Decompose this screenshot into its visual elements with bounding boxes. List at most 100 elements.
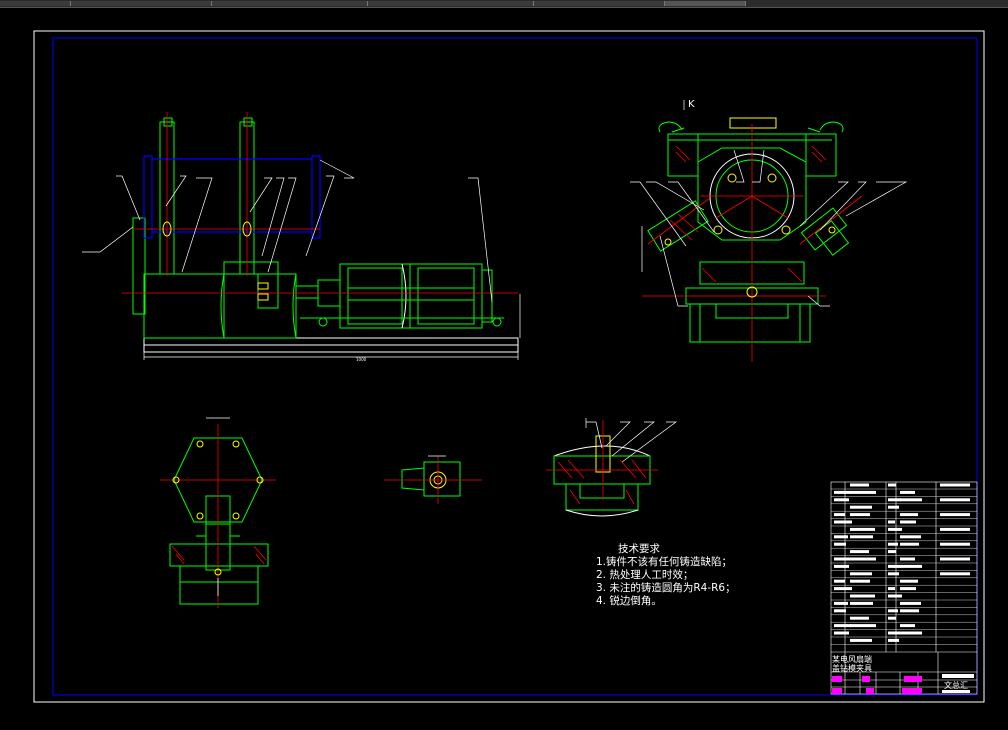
parts-list-standard-code — [940, 483, 970, 487]
parts-list-cell-text — [888, 587, 895, 591]
cad-drawing-canvas[interactable]: 1000 — [0, 8, 1008, 730]
parts-list-cell-text — [834, 624, 851, 628]
parts-list-cell-text — [850, 601, 873, 605]
parts-list-cell-text — [888, 594, 902, 598]
toolbar-segment[interactable] — [0, 1, 71, 6]
parts-list-rows — [831, 488, 977, 645]
parts-list-standard-code — [940, 513, 970, 517]
parts-list-cell-text — [834, 513, 845, 517]
parts-list-cell-text — [850, 594, 875, 598]
parts-list-cell-text — [888, 572, 899, 576]
parts-list-standard-code — [940, 542, 970, 546]
tech-requirement-item: 1.铸件不该有任何铸造缺陷； — [596, 556, 733, 568]
parts-list-standard-code — [940, 572, 970, 576]
parts-list-cell-text — [850, 513, 870, 517]
parts-list-cell-text — [850, 557, 876, 561]
parts-list-cell-text — [850, 490, 876, 494]
detail-view-clamp-center-lines — [384, 456, 482, 504]
parts-list-standard-code — [940, 557, 970, 561]
section-view-center-lines — [160, 424, 276, 608]
title-block-mark — [942, 690, 970, 693]
parts-list-cell-text — [850, 527, 875, 531]
side-view-leaders — [630, 100, 908, 307]
parts-list-cell-text — [834, 557, 851, 561]
parts-list-cell-text — [850, 505, 872, 509]
detail-view-bushing-hatch — [557, 459, 647, 505]
front-view-bushings — [162, 221, 252, 237]
front-view-center-lines — [122, 112, 518, 294]
parts-list-cell-text — [850, 550, 869, 554]
detail-view-clamp[interactable] — [401, 461, 461, 497]
parts-list-cell-text — [850, 483, 869, 487]
parts-list-cell-text — [888, 564, 901, 568]
parts-list-cell-text — [850, 535, 873, 539]
parts-list-cell-text — [888, 483, 896, 487]
parts-list-cell-text — [888, 616, 896, 620]
side-view-center-lines — [642, 124, 863, 362]
parts-list-cell-text — [888, 520, 895, 524]
parts-list-standard-code — [940, 527, 970, 531]
parts-list-cell-text — [834, 601, 848, 605]
parts-list-cell-text — [888, 638, 899, 642]
title-block-mark — [942, 674, 974, 678]
side-view-hatch — [669, 145, 827, 283]
tech-requirement-item: 2. 热处理人工时效； — [596, 569, 694, 581]
technical-requirements: 技术要求 1.铸件不该有任何铸造缺陷； 2. 热处理人工时效； 3. 未注的铸造… — [596, 543, 736, 608]
toolbar-segment[interactable] — [368, 1, 534, 6]
parts-list-cell-text — [834, 609, 846, 613]
parts-list-cell-text — [888, 527, 902, 531]
parts-list-cell-text — [850, 572, 872, 576]
application-toolbar-strip — [0, 0, 1008, 8]
parts-list-cell-text — [900, 579, 918, 583]
front-view-dimension-text: 1000 — [356, 357, 367, 362]
parts-list-cell-text — [900, 624, 915, 628]
toolbar-segment-active[interactable] — [665, 1, 746, 6]
title-block-name-line1: 某电风扇端 — [832, 655, 872, 664]
parts-list-cell-text — [900, 601, 921, 605]
front-view-clamp-plates[interactable] — [143, 155, 321, 239]
parts-list-standard-code — [940, 498, 970, 502]
parts-list-cell-text — [900, 609, 919, 613]
detail-view-bushing-center-line — [546, 420, 658, 500]
title-block-name-line2: 盖钻模夹具 — [832, 664, 872, 673]
parts-list-cell-text — [900, 535, 921, 539]
parts-list-cell-text — [900, 564, 922, 568]
parts-list-cell-text — [834, 498, 849, 502]
parts-list-cell-text — [900, 513, 918, 517]
parts-list-cell-text — [850, 616, 869, 620]
title-block-stamps — [832, 676, 922, 694]
detail-view-bushing-leaders — [585, 418, 678, 463]
outer-frame — [33, 30, 985, 703]
front-view[interactable] — [132, 117, 519, 353]
toolbar-segment[interactable] — [71, 1, 212, 6]
toolbar-segment[interactable] — [212, 1, 368, 6]
parts-list-cell-text — [900, 631, 922, 635]
parts-list-cell-text — [900, 587, 916, 591]
parts-list-cell-text — [888, 505, 899, 509]
tech-requirements-title: 技术要求 — [618, 543, 660, 555]
parts-list-cell-text — [834, 520, 852, 524]
parts-list-cell-text — [834, 542, 846, 546]
parts-list-cell-text — [834, 587, 852, 591]
section-view-hatch — [171, 545, 267, 565]
parts-list-cell-text — [834, 579, 845, 583]
parts-list-cell-text — [900, 498, 922, 502]
section-view-bottom[interactable] — [169, 523, 269, 605]
parts-list-cell-text — [900, 490, 915, 494]
parts-list-cell-text — [888, 631, 901, 635]
parts-list-cell-text — [888, 550, 896, 554]
parts-list-cell-text — [834, 535, 848, 539]
parts-list-cell-text — [850, 638, 872, 642]
parts-list-cell-text — [834, 631, 849, 635]
parts-list-cell-text — [888, 498, 901, 502]
front-view-leaders — [82, 159, 521, 360]
inner-frame — [52, 37, 978, 696]
toolbar-segment[interactable] — [534, 1, 665, 6]
title-block-drawing-no: 文总汇 — [944, 681, 968, 690]
parts-list-cell-text — [900, 557, 915, 561]
parts-list-cell-marks — [834, 483, 970, 642]
tech-requirement-item: 4. 锐边倒角。 — [596, 595, 662, 607]
parts-list-cell-text — [888, 609, 898, 613]
parts-list-cell-text — [900, 520, 916, 524]
view-k-label: K — [688, 99, 695, 110]
